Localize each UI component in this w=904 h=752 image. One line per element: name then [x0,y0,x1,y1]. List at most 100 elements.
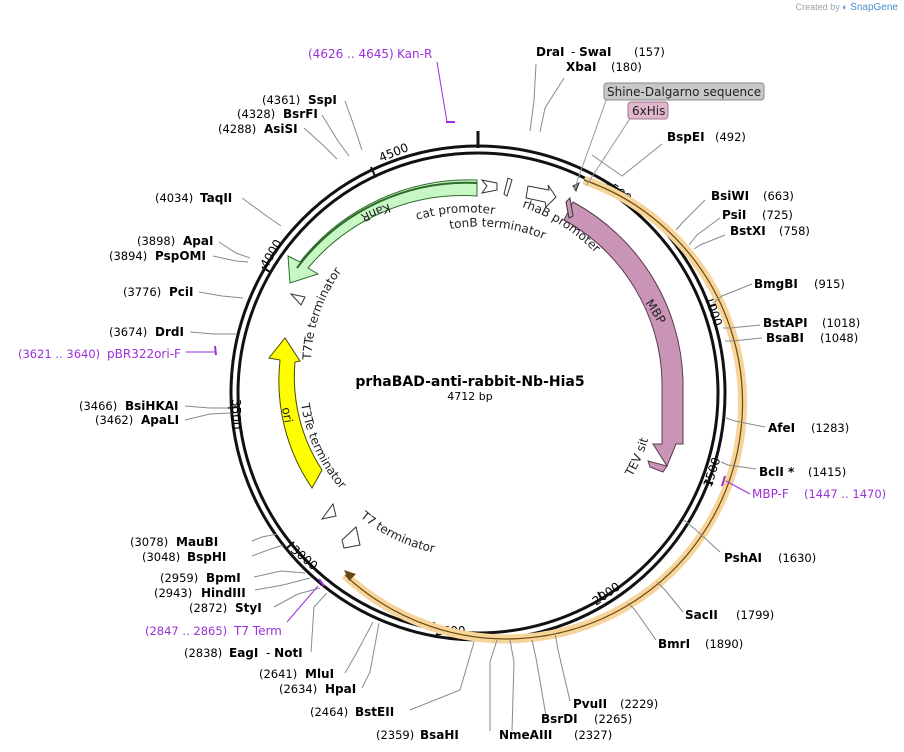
site-bspHI[interactable]: (3048)BspHI [142,550,226,564]
svg-text:BstEII: BstEII [355,705,394,719]
svg-text:(2229): (2229) [620,697,658,711]
site-afeI[interactable]: AfeI(1283) [768,421,849,435]
svg-text:(1447 .. 1470): (1447 .. 1470) [804,487,886,501]
tev-site-arrow [647,460,668,473]
svg-text:AsiSI: AsiSI [264,122,298,136]
site-sspI[interactable]: (4361) SspI [262,93,337,107]
plasmid-length: 4712 bp [447,390,492,403]
site-bsaHI[interactable]: (2359)BsaHI [376,728,459,742]
site-apaI[interactable]: (3898)ApaI [137,234,213,248]
site-mauBI[interactable]: (3078)MauBI [130,535,218,549]
site-sacII[interactable]: SacII(1799) [685,608,774,622]
site-styI[interactable]: (2872)StyI [189,601,262,615]
site-bmgBI[interactable]: BmgBI(915) [754,277,845,291]
svg-text:BsiHKAI: BsiHKAI [125,399,179,413]
site-nmeAIII[interactable]: NmeAIII(2327) [499,728,612,742]
primer-kan-r[interactable]: (4626 .. 4645)Kan-R [308,47,432,61]
site-bsiWI[interactable]: BsiWI(663) [711,189,794,203]
svg-text:BmrI: BmrI [658,637,690,651]
site-bstAPI[interactable]: BstAPI(1018) [763,316,860,330]
svg-text:PciI: PciI [169,285,194,299]
t7te-terminator-label: T7Te terminator [300,265,344,362]
svg-text:BmgBI: BmgBI [754,277,798,291]
svg-text:PspOMI: PspOMI [155,249,206,263]
site-bstXI[interactable]: BstXI (758) [730,224,810,238]
site-psiI[interactable]: PsiI (725) [722,208,793,222]
primer-t7-term[interactable]: (2847 .. 2865)T7 Term [145,624,282,638]
site-pciI[interactable]: (3776) PciI [123,285,194,299]
site-asiSI[interactable]: (4288) AsiSI [218,122,298,136]
svg-text:(2464): (2464) [310,705,348,719]
credit-brand: SnapGene [850,2,898,13]
tick-label: 3500 [229,399,243,430]
primer-labels: (4626 .. 4645)Kan-R MBP-F(1447 .. 1470) … [18,47,886,638]
svg-text:(758): (758) [779,224,810,238]
svg-text:(492): (492) [715,130,746,144]
site-eagI[interactable]: (2838)EagI- NotI [184,646,303,660]
svg-text:(4361): (4361) [262,93,300,107]
svg-text:BspEI: BspEI [667,130,705,144]
site-bsaBI[interactable]: BsaBI(1048) [766,331,858,345]
site-drdI[interactable]: (3674)DrdI [109,325,184,339]
svg-text:BsrFI: BsrFI [283,107,318,121]
svg-text:(1048): (1048) [820,331,858,345]
svg-text:NmeAIII: NmeAIII [499,728,552,742]
svg-text:(3776): (3776) [123,285,161,299]
svg-text:(4034): (4034) [155,191,193,205]
site-apaLI[interactable]: (3462)ApaLI [95,413,179,427]
rhab-promoter-arrow [525,184,557,209]
site-hpaI[interactable]: (2634)HpaI [279,682,356,696]
tonb-terminator-label: tonB terminator [448,215,548,242]
site-bsiHKAI[interactable]: (3466)BsiHKAI [79,399,179,413]
svg-text:(4288): (4288) [218,122,256,136]
svg-text:ApaI: ApaI [183,234,213,248]
svg-text:TaqII: TaqII [200,191,232,205]
site-bspEI[interactable]: BspEI (492) [667,130,746,144]
site-xbaI[interactable]: XbaI (180) [566,60,642,74]
site-pspOMI[interactable]: (3894)PspOMI [109,249,206,263]
plasmid-name: prhaBAD-anti-rabbit-Nb-Hia5 [355,374,584,390]
svg-text:DrdI: DrdI [155,325,184,339]
svg-text:(725): (725) [762,208,793,222]
svg-text:HindIII: HindIII [201,586,246,600]
site-bmrI[interactable]: BmrI(1890) [658,637,743,651]
ori-label: ori [279,406,295,424]
site-pshAI[interactable]: PshAI(1630) [724,551,816,565]
svg-text:(4626 .. 4645): (4626 .. 4645) [308,47,394,61]
svg-text:AfeI: AfeI [768,421,795,435]
svg-text:XbaI: XbaI [566,60,596,74]
snapgene-logo-icon: ◐ [842,2,848,12]
site-bsrFI[interactable]: (4328)BsrFI [237,107,318,121]
tick-label: 1500 [701,456,724,489]
shine-dalgarno-label: Shine-Dalgarno sequence [607,85,761,99]
svg-text:(3621 .. 3640): (3621 .. 3640) [18,347,100,361]
svg-text:MBP-F: MBP-F [752,487,789,501]
site-taqII[interactable]: (4034) TaqII [155,191,232,205]
svg-text:BstXI: BstXI [730,224,766,238]
site-bsrDI[interactable]: BsrDI(2265) [541,712,632,726]
site-pvuII[interactable]: PvuII (2229) [573,697,658,711]
site-bstEII[interactable]: (2464) BstEII [310,705,394,719]
site-bclI[interactable]: BclI *(1415) [759,465,846,479]
svg-text:(180): (180) [611,60,642,74]
svg-text:DraI: DraI [536,45,564,59]
svg-text:SspI: SspI [308,93,337,107]
svg-text:(3462): (3462) [95,413,133,427]
svg-text:SacII: SacII [685,608,718,622]
svg-text:PsiI: PsiI [722,208,746,222]
site-bpmI[interactable]: (2959)BpmI [160,571,241,585]
primer-pbr322ori-f[interactable]: (3621 .. 3640)pBR322ori-F [18,347,181,361]
svg-text:BstAPI: BstAPI [763,316,808,330]
snapgene-credit: Created by ◐ SnapGene [796,2,898,13]
svg-text:(663): (663) [763,189,794,203]
svg-text:HpaI: HpaI [325,682,356,696]
svg-text:PvuII: PvuII [573,697,607,711]
site-leaders [184,63,766,732]
svg-text:(2847 .. 2865): (2847 .. 2865) [145,624,227,638]
svg-text:BclI *: BclI * [759,465,795,479]
site-mluI[interactable]: (2641)MluI [259,667,334,681]
site-draI[interactable]: DraI- SwaI(157) [536,45,665,59]
primer-mbp-f[interactable]: MBP-F (1447 .. 1470) [752,487,886,501]
site-hindIII[interactable]: (2943)HindIII [154,586,246,600]
